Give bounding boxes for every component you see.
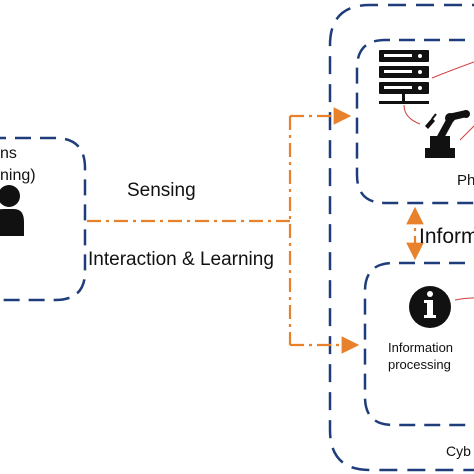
human-box-label-line1: ns [0,145,17,162]
cyber-box-label: Cyb [446,443,471,459]
info-icon [409,286,451,328]
interaction-learning-label: Interaction & Learning [88,249,274,270]
outer-system-border [328,3,474,472]
information-processing-label: Information processing [388,340,454,372]
server-to-edge-connector [431,61,474,79]
info-to-edge-connector [454,297,474,301]
robot-to-edge-connector [459,125,474,141]
server-icon [379,50,429,104]
sensing-label: Sensing [127,180,196,201]
robot-arm-icon [425,110,470,158]
cyber-box-border [363,261,474,427]
physical-box-label: Ph [457,172,474,189]
human-box-border [0,136,87,302]
server-to-robot-connector [403,104,421,125]
physical-box-border [355,38,474,205]
person-icon [0,185,24,236]
human-box-label-line2: ning) [0,167,36,184]
information-link-label: Inform [419,225,474,248]
